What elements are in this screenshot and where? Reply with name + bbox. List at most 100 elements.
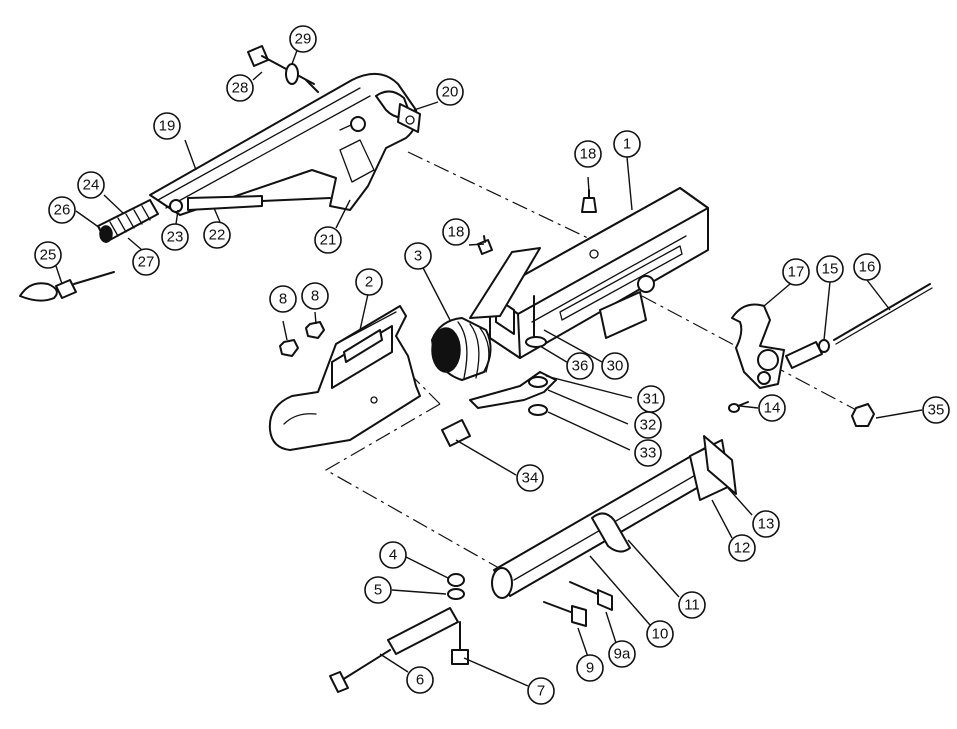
callout-11: 11 (678, 591, 706, 619)
callout-3: 3 (404, 242, 432, 270)
callout-24: 24 (77, 171, 105, 199)
coupling-housing (469, 187, 709, 359)
svg-text:9: 9 (586, 660, 594, 677)
svg-text:7: 7 (537, 683, 545, 700)
svg-text:18: 18 (448, 224, 465, 241)
callout-26: 26 (48, 196, 76, 224)
svg-text:34: 34 (522, 470, 539, 487)
callout-9: 9 (576, 654, 604, 682)
callout-16: 16 (853, 253, 881, 281)
svg-text:16: 16 (859, 259, 876, 276)
callout-6: 6 (406, 666, 434, 694)
callout-18b: 18 (442, 218, 470, 246)
svg-text:8: 8 (311, 288, 319, 305)
callout-18a: 18 (574, 140, 602, 168)
callout-9a: 9a (608, 640, 636, 668)
svg-text:5: 5 (374, 582, 382, 599)
svg-text:6: 6 (416, 672, 424, 689)
svg-text:11: 11 (684, 597, 700, 614)
washer (528, 404, 548, 416)
axle-bolt (247, 45, 319, 93)
callout-28: 28 (226, 74, 254, 102)
svg-text:23: 23 (167, 229, 184, 246)
svg-text:19: 19 (159, 118, 176, 135)
svg-text:33: 33 (640, 445, 657, 462)
svg-text:36: 36 (572, 358, 589, 375)
callout-2: 2 (355, 268, 383, 296)
callout-22: 22 (203, 221, 231, 249)
svg-text:15: 15 (822, 261, 839, 278)
callout-7: 7 (527, 677, 555, 705)
washer (528, 376, 548, 388)
svg-text:8: 8 (279, 291, 287, 308)
callout-32: 32 (634, 411, 662, 439)
callout-8a: 8 (269, 285, 297, 313)
callouts: 1 2 3 4 5 6 7 8 8 9 9a 10 11 12 13 14 15… (34, 25, 950, 705)
callout-30: 30 (601, 352, 629, 380)
callout-36: 36 (566, 352, 594, 380)
tube-bolt (543, 601, 587, 627)
handle-grip (329, 607, 459, 693)
hex-bolt (451, 621, 469, 665)
svg-text:31: 31 (643, 391, 660, 408)
callout-23: 23 (161, 223, 189, 251)
svg-text:20: 20 (442, 84, 459, 101)
callout-33: 33 (634, 439, 662, 467)
svg-text:30: 30 (607, 358, 624, 375)
bellows (431, 317, 492, 381)
breakaway-cable (19, 271, 115, 302)
svg-text:21: 21 (320, 232, 337, 249)
callout-17: 17 (782, 258, 810, 286)
hand-brake-lever (731, 303, 785, 389)
callout-27: 27 (132, 248, 160, 276)
svg-text:10: 10 (652, 626, 669, 643)
svg-text:17: 17 (788, 264, 805, 281)
clamp-plate (441, 419, 471, 447)
callout-31: 31 (637, 385, 665, 413)
svg-text:4: 4 (389, 547, 397, 564)
callout-1: 1 (613, 130, 641, 158)
svg-text:26: 26 (54, 202, 71, 219)
svg-text:1: 1 (623, 136, 631, 153)
svg-text:22: 22 (209, 227, 226, 244)
svg-text:28: 28 (232, 80, 249, 97)
draw-spring-assembly (97, 199, 159, 243)
callout-5: 5 (364, 576, 392, 604)
svg-text:27: 27 (138, 254, 155, 271)
washer (447, 573, 465, 587)
washer (447, 588, 465, 600)
hex-nut (305, 321, 325, 339)
svg-text:14: 14 (764, 400, 781, 417)
callout-25: 25 (34, 241, 62, 269)
svg-text:25: 25 (40, 247, 57, 264)
hex-nut (279, 339, 299, 357)
svg-text:2: 2 (365, 274, 373, 291)
coupling-head (268, 305, 421, 451)
callout-10: 10 (646, 620, 674, 648)
lever-pivot-bolt (397, 103, 421, 133)
callout-14: 14 (758, 394, 786, 422)
tube-bolt (569, 581, 613, 611)
callout-19: 19 (153, 112, 181, 140)
callout-13: 13 (752, 510, 780, 538)
callout-34: 34 (516, 464, 544, 492)
svg-text:35: 35 (928, 402, 945, 419)
callout-12: 12 (728, 534, 756, 562)
locking-pin (525, 295, 547, 348)
callout-35: 35 (922, 396, 950, 424)
lock-nut (851, 403, 875, 427)
callout-4: 4 (379, 541, 407, 569)
svg-text:3: 3 (414, 248, 422, 265)
grease-nipple (477, 235, 493, 255)
grease-nipple (581, 189, 597, 213)
small-screw (728, 401, 749, 413)
callout-15: 15 (816, 255, 844, 283)
callout-20: 20 (436, 78, 464, 106)
svg-text:29: 29 (295, 31, 312, 48)
drawbar-tube (491, 435, 737, 599)
callout-8b: 8 (301, 282, 329, 310)
threaded-rod (785, 283, 933, 369)
svg-text:24: 24 (83, 177, 100, 194)
callout-21: 21 (314, 226, 342, 254)
